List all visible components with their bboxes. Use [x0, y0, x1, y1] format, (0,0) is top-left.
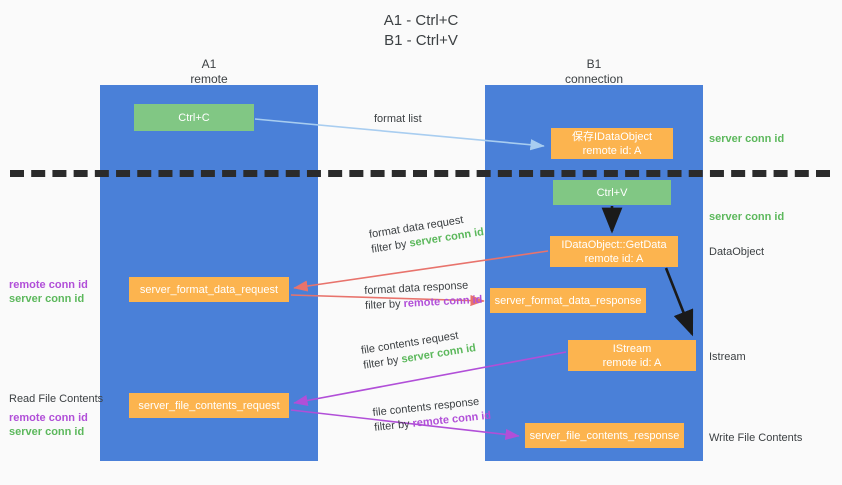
phase-divider: [10, 170, 830, 177]
box-idataobject-line2: remote id: A: [582, 144, 642, 157]
annotation-server-conn-id-mid: server conn id: [709, 211, 785, 223]
edge-label-file-contents-response: file contents response filter by remote …: [372, 394, 492, 436]
annotation-remote-conn-id-1: remote conn id: [9, 279, 88, 291]
annotation-server-conn-id-2: server conn id: [9, 426, 85, 438]
box-ctrl-c-label: Ctrl+C: [178, 111, 210, 124]
annotation-server-conn-id-1: server conn id: [9, 293, 85, 305]
annotation-read-file-contents: Read File Contents: [9, 393, 104, 405]
box-getdata-line1: IDataObject::GetData: [561, 238, 667, 251]
annotation-left-conn-ids-1: remote conn id server conn id: [9, 278, 88, 306]
box-server-file-contents-response[interactable]: server_file_contents_response: [525, 423, 684, 448]
annotation-left-conn-ids-2: remote conn id server conn id: [9, 411, 88, 439]
edge-label-format-data-response: format data response filter by remote co…: [364, 278, 483, 314]
edge-label-format-data-request: format data request filter by server con…: [368, 210, 485, 257]
box-server-file-contents-request[interactable]: server_file_contents_request: [129, 393, 289, 418]
box-idataobject-line1: 保存IDataObject: [571, 130, 653, 143]
column-header-a1: A1 remote: [99, 57, 319, 87]
page-title: A1 - Ctrl+C B1 - Ctrl+V: [0, 11, 842, 51]
box-server-format-data-request[interactable]: server_format_data_request: [129, 277, 289, 302]
box-server-file-contents-response-label: server_file_contents_response: [529, 429, 680, 442]
annotation-dataobject: DataObject: [709, 246, 765, 258]
edge-label-file-contents-request: file contents request filter by server c…: [360, 326, 477, 373]
edge-label-format-list: format list: [374, 113, 422, 125]
title-line-1: A1 - Ctrl+C: [383, 12, 459, 29]
box-getdata[interactable]: IDataObject::GetData remote id: A: [550, 236, 678, 267]
box-server-file-contents-request-label: server_file_contents_request: [138, 399, 280, 412]
column-header-b1: B1 connection: [484, 57, 704, 87]
box-server-format-data-request-label: server_format_data_request: [139, 283, 279, 296]
annotation-istream: Istream: [709, 351, 746, 363]
box-istream-line1: IStream: [612, 342, 652, 355]
box-server-format-data-response[interactable]: server_format_data_response: [490, 288, 646, 313]
box-ctrl-v[interactable]: Ctrl+V: [553, 180, 671, 205]
filter-prefix: filter by: [364, 297, 404, 312]
filter-prefix: filter by: [373, 417, 414, 434]
box-server-format-data-response-label: server_format_data_response: [494, 294, 642, 307]
column-a1-subtitle: remote: [190, 72, 228, 86]
box-ctrl-v-label: Ctrl+V: [596, 186, 628, 199]
title-line-2: B1 - Ctrl+V: [384, 32, 458, 49]
box-istream-line2: remote id: A: [602, 356, 662, 369]
annotation-remote-conn-id-2: remote conn id: [9, 412, 88, 424]
column-b1-subtitle: connection: [564, 72, 624, 86]
annotation-server-conn-id-top: server conn id: [709, 133, 785, 145]
box-getdata-line2: remote id: A: [584, 252, 644, 265]
box-idataobject[interactable]: 保存IDataObject remote id: A: [551, 128, 673, 159]
filter-value-remote-conn-id: remote conn id: [403, 293, 483, 310]
box-ctrl-c[interactable]: Ctrl+C: [134, 104, 254, 131]
annotation-write-file-contents: Write File Contents: [709, 432, 803, 444]
box-istream[interactable]: IStream remote id: A: [568, 340, 696, 371]
column-a1-title: A1: [201, 57, 217, 71]
column-b1-title: B1: [586, 57, 602, 71]
